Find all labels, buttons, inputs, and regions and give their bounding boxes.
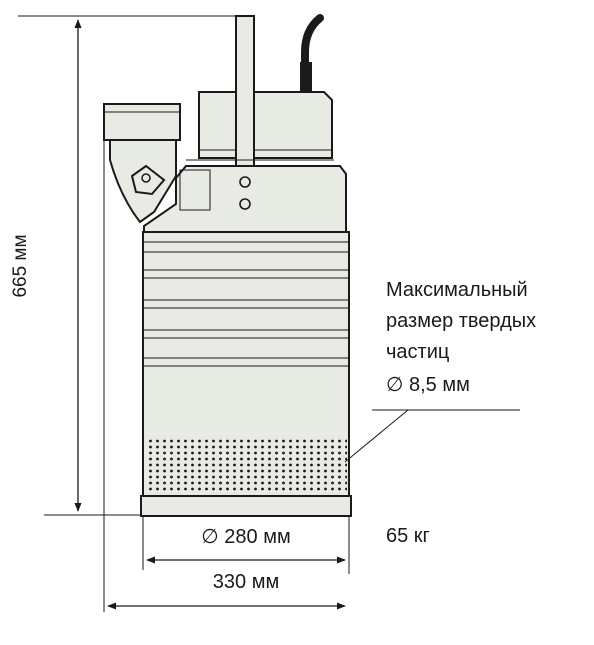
cooling-ribs [143,241,349,367]
discharge-outlet [103,103,181,141]
weight-label: 65 кг [386,525,430,547]
particle-annotation: Максимальный размер твердых частиц ∅ 8,5… [344,279,536,463]
pump-drawing [103,14,352,517]
bolt-upper [239,176,251,188]
power-cable [301,14,324,94]
motor-cap [198,91,333,159]
inner-diameter-dimension: ∅ 280 мм [142,516,350,574]
particle-leader [344,409,409,463]
outer-width-dimension: 330 мм [103,140,346,612]
particle-label-line2: размер твердых [386,310,536,332]
particle-label-line3: частиц [386,341,449,363]
strainer-perforation [145,438,347,492]
outer-width-label: 330 мм [213,571,279,593]
cable-gland [300,62,312,92]
height-label: 665 мм [10,234,31,297]
particle-label-line1: Максимальный [386,279,528,301]
height-dimension: 665 мм [10,15,238,516]
bolt-lower [239,198,251,210]
inner-diameter-label: ∅ 280 мм [201,526,290,548]
particle-label-line4: ∅ 8,5 мм [386,374,470,396]
pump-base [140,495,352,517]
